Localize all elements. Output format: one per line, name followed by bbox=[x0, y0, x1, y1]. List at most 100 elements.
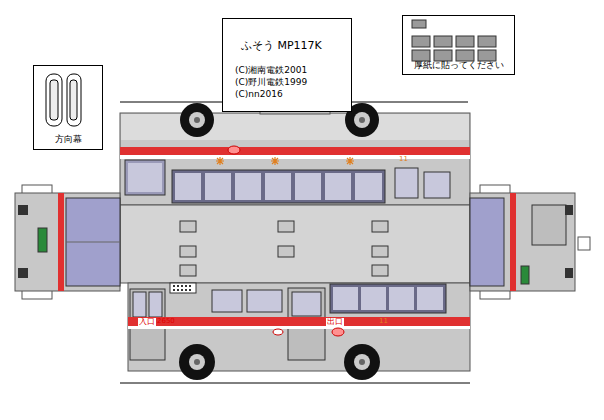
display-dots bbox=[173, 285, 175, 287]
wheel-hub bbox=[189, 112, 205, 128]
window bbox=[212, 290, 242, 312]
small-part bbox=[478, 50, 496, 61]
rear-window bbox=[470, 198, 504, 286]
sign-part bbox=[46, 74, 62, 126]
sign-part bbox=[50, 80, 58, 120]
emblem bbox=[332, 328, 344, 336]
window-row bbox=[172, 170, 385, 203]
light bbox=[565, 205, 573, 215]
small-part bbox=[412, 20, 496, 61]
red-band bbox=[128, 317, 470, 326]
logo-mark bbox=[271, 157, 279, 165]
small-part bbox=[456, 36, 474, 47]
small-part bbox=[412, 20, 426, 28]
window bbox=[125, 160, 165, 195]
window bbox=[355, 173, 382, 200]
door bbox=[395, 168, 418, 198]
wheel-hub bbox=[194, 359, 200, 365]
wheel bbox=[180, 103, 214, 137]
wheel bbox=[344, 344, 380, 380]
node-title: 厚紙に貼ってください bbox=[414, 60, 504, 71]
sign-part bbox=[70, 80, 77, 120]
window bbox=[128, 163, 162, 192]
display-dots bbox=[177, 289, 179, 291]
small-part bbox=[434, 50, 452, 61]
display-dots bbox=[181, 285, 183, 287]
sign-part bbox=[46, 74, 81, 126]
light bbox=[18, 268, 28, 278]
window bbox=[175, 173, 201, 200]
windshield bbox=[66, 198, 120, 286]
bus-number: 2650 bbox=[156, 318, 176, 325]
parts-box: 厚紙に貼ってください bbox=[402, 15, 515, 75]
node-title: ふそう MP117K bbox=[241, 39, 347, 52]
small-part bbox=[412, 50, 430, 61]
window bbox=[205, 173, 231, 200]
display-dots bbox=[189, 285, 191, 287]
copyright-note: (C)湘南電鉄2001 bbox=[235, 64, 347, 76]
window bbox=[133, 292, 146, 317]
bus-front bbox=[15, 185, 120, 299]
roof-vent bbox=[278, 221, 294, 232]
bus-rear bbox=[470, 185, 575, 299]
roof-vent bbox=[372, 221, 388, 232]
logo-mark bbox=[346, 157, 354, 165]
display-dots bbox=[185, 285, 187, 287]
emblem bbox=[273, 329, 283, 335]
window bbox=[247, 290, 282, 312]
bus-side-lower bbox=[128, 283, 470, 380]
window bbox=[417, 287, 443, 310]
route-sign bbox=[38, 228, 47, 252]
bus-rear bbox=[470, 193, 575, 291]
small-part bbox=[456, 50, 474, 61]
display-dots bbox=[189, 289, 191, 291]
roof-vent bbox=[278, 246, 294, 257]
wheel bbox=[179, 344, 215, 380]
white-band bbox=[128, 326, 470, 329]
roof-edge bbox=[121, 114, 469, 140]
small-part bbox=[478, 36, 496, 47]
red-band bbox=[58, 193, 64, 291]
window bbox=[265, 173, 291, 200]
display-dots bbox=[173, 285, 191, 291]
display-dots bbox=[173, 289, 175, 291]
sign-box: 方向幕 bbox=[33, 65, 103, 150]
red-band bbox=[510, 193, 516, 291]
cut-line bbox=[120, 383, 470, 384]
door-label: 入口 bbox=[138, 318, 156, 326]
logo-mark bbox=[216, 157, 354, 165]
display-dots bbox=[181, 289, 183, 291]
bus-side-lower bbox=[128, 283, 470, 371]
wheel-hub bbox=[354, 112, 370, 128]
cut-line bbox=[120, 102, 470, 383]
window bbox=[295, 173, 321, 200]
roof-vent bbox=[372, 246, 388, 257]
wheel-hub bbox=[359, 117, 365, 123]
small-part bbox=[412, 36, 430, 47]
wheel-hub bbox=[354, 354, 370, 370]
window bbox=[389, 287, 414, 310]
red-band bbox=[120, 147, 470, 155]
small-part bbox=[434, 36, 452, 47]
roof-vent bbox=[180, 221, 196, 232]
light bbox=[18, 205, 28, 215]
copyright-note: (C)野川電鉄1999 bbox=[235, 76, 347, 88]
logo-mark bbox=[216, 157, 224, 165]
light bbox=[565, 268, 573, 278]
window bbox=[325, 173, 351, 200]
sign-part bbox=[67, 74, 81, 126]
bus-roof bbox=[120, 205, 470, 283]
copyright-note: (C)nn2016 bbox=[235, 88, 347, 100]
engine-panel bbox=[532, 205, 566, 245]
roof-vent bbox=[372, 265, 388, 276]
window bbox=[235, 173, 261, 200]
roof-vent bbox=[180, 221, 388, 276]
route-sign bbox=[521, 266, 529, 284]
roof-vent bbox=[180, 246, 196, 257]
display-dots bbox=[185, 289, 187, 291]
window bbox=[175, 173, 382, 200]
spare-square bbox=[578, 237, 590, 250]
window bbox=[333, 287, 443, 310]
wheel-hub bbox=[359, 359, 365, 365]
window-row bbox=[330, 284, 446, 313]
